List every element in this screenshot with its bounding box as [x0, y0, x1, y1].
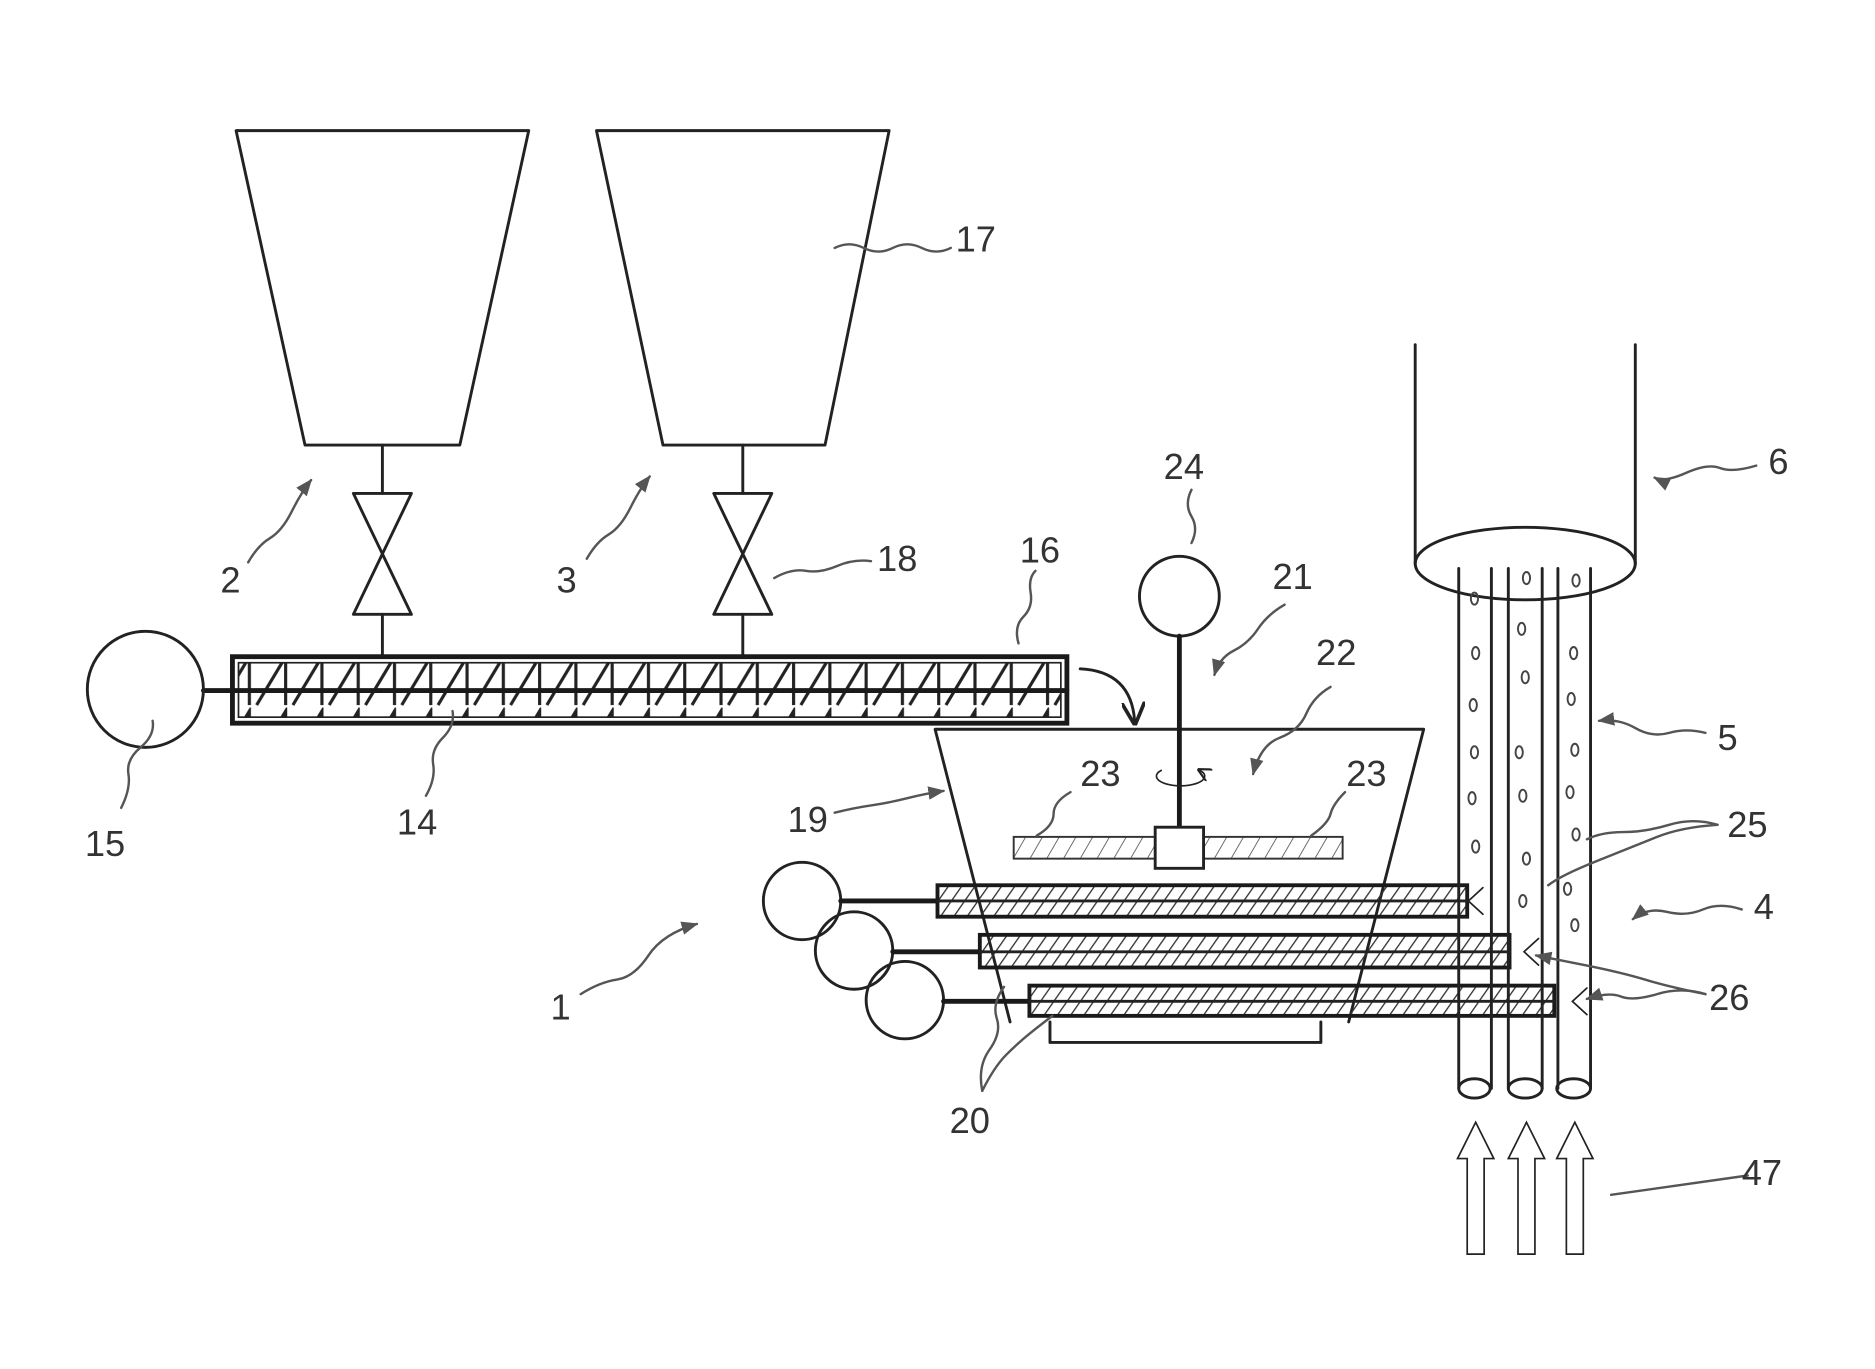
outlet-motor-b [815, 912, 892, 989]
label-5: 5 [1718, 717, 1738, 758]
particle [1468, 792, 1475, 804]
motor-24 [1139, 556, 1219, 636]
label-25: 25 [1727, 804, 1767, 845]
outlet-motor-c [866, 961, 943, 1038]
label-23-left: 23 [1080, 753, 1120, 794]
particle [1470, 699, 1477, 711]
outlet-motor-a [763, 862, 840, 939]
label-14: 14 [397, 801, 437, 842]
particle [1472, 841, 1479, 853]
particle [1523, 853, 1530, 865]
leader-16 [1017, 571, 1036, 644]
stirrer-blade-left [1014, 837, 1155, 859]
motor-15 [87, 631, 203, 747]
leader-20-b [982, 1016, 1052, 1091]
particle [1522, 671, 1529, 683]
leader-5 [1599, 720, 1705, 734]
leader-15 [121, 721, 153, 808]
particle [1571, 744, 1578, 756]
label-3: 3 [557, 560, 577, 601]
leader-25-b [1548, 825, 1717, 885]
particle [1572, 574, 1579, 586]
label-1: 1 [551, 986, 571, 1027]
label-26: 26 [1709, 977, 1749, 1018]
leader-25-a [1587, 821, 1718, 839]
outlet-screw-b [815, 912, 1538, 989]
particle [1568, 693, 1575, 705]
label-47: 47 [1742, 1152, 1782, 1193]
particle [1564, 883, 1571, 895]
label-23-right: 23 [1346, 753, 1386, 794]
valve-icon [714, 493, 772, 614]
label-21: 21 [1272, 556, 1312, 597]
up-arrow-icon [1458, 1122, 1494, 1254]
outlet-nozzle-a [1468, 888, 1483, 915]
outlet-nozzle-c [1572, 988, 1587, 1015]
stirrer-blade-right [1204, 837, 1343, 859]
label-6: 6 [1768, 441, 1788, 482]
valve-hopper-3 [714, 445, 772, 657]
label-2: 2 [220, 560, 240, 601]
particle [1518, 623, 1525, 635]
leader-6 [1655, 466, 1757, 480]
outlet-screw-a [763, 862, 1483, 939]
outlet-nozzle-b [1524, 938, 1539, 965]
up-arrow-icon [1508, 1122, 1544, 1254]
leader-21 [1214, 605, 1284, 675]
particle [1519, 895, 1526, 907]
particle [1516, 746, 1523, 758]
hopper-3 [596, 131, 889, 445]
particle [1571, 919, 1578, 931]
label-19: 19 [788, 799, 828, 840]
particle [1523, 572, 1530, 584]
stirrer-hub [1155, 827, 1203, 868]
outlet-screw-c [866, 961, 1587, 1038]
particle [1472, 647, 1479, 659]
leader-1 [581, 924, 697, 994]
chimney-opening [1415, 527, 1635, 600]
valve-icon [353, 493, 411, 614]
tube-2-inlet [1508, 1079, 1542, 1098]
tube-1-inlet [1459, 1079, 1490, 1098]
transfer-arrow-icon [1080, 669, 1134, 721]
label-18: 18 [877, 538, 917, 579]
leader-24 [1188, 490, 1195, 543]
hopper-2 [236, 131, 529, 445]
leader-lines [121, 244, 1756, 1195]
particle [1570, 647, 1577, 659]
label-16: 16 [1020, 529, 1060, 570]
valve-hopper-2 [353, 445, 411, 657]
label-20: 20 [950, 1100, 990, 1141]
leader-23-right [1311, 792, 1345, 836]
leader-19 [835, 791, 944, 813]
leader-3 [587, 476, 650, 558]
leader-17 [835, 244, 951, 251]
leader-26-b [1536, 955, 1705, 994]
particle [1471, 746, 1478, 758]
label-22: 22 [1316, 632, 1356, 673]
mixer-bowl-bottom [1050, 1022, 1321, 1043]
particle [1572, 828, 1579, 840]
leader-18 [774, 561, 871, 579]
air-inflow-arrows [1458, 1122, 1593, 1254]
leader-26-a [1587, 990, 1706, 998]
particle [1566, 786, 1573, 798]
label-24: 24 [1164, 446, 1204, 487]
tube-3-inlet [1557, 1079, 1591, 1098]
label-15: 15 [85, 823, 125, 864]
leader-47 [1611, 1176, 1748, 1195]
label-17: 17 [956, 219, 996, 260]
leader-23-left [1037, 792, 1071, 836]
stirrer [1014, 556, 1343, 868]
leader-2 [248, 480, 311, 562]
leader-4 [1633, 906, 1742, 919]
particle [1519, 790, 1526, 802]
up-arrow-icon [1557, 1122, 1593, 1254]
screw-conveyor-main [203, 657, 1066, 724]
chimney [1415, 345, 1635, 600]
label-4: 4 [1754, 886, 1774, 927]
